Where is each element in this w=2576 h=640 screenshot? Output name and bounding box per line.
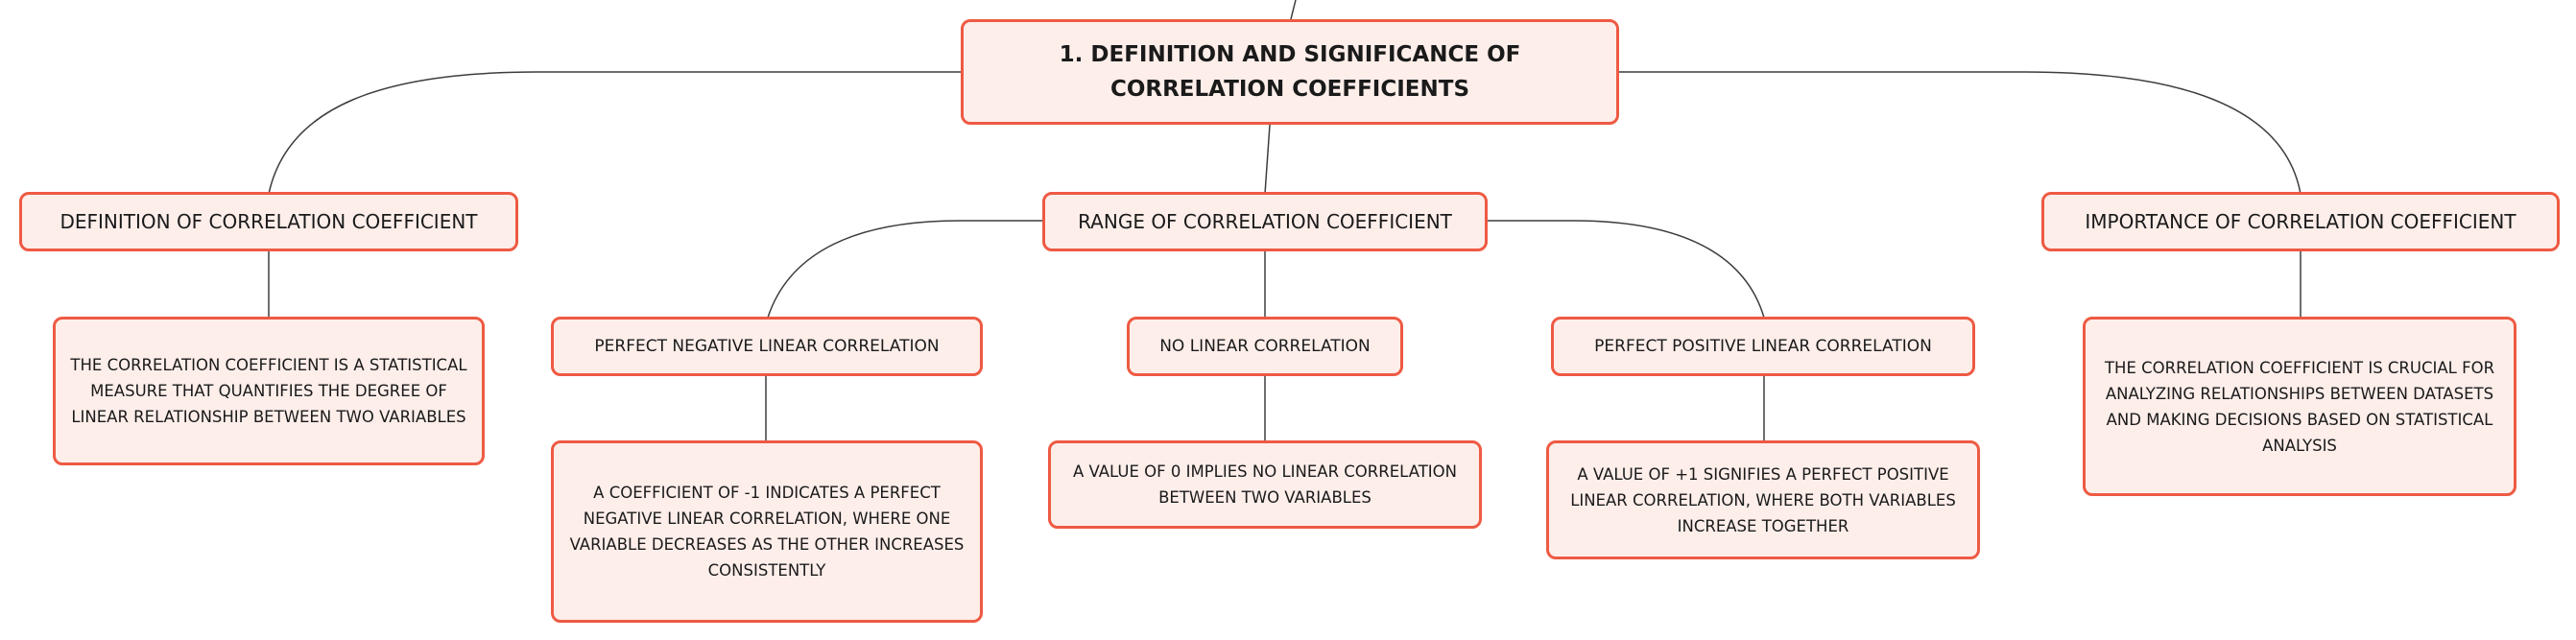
topic-range-label: Range of Correlation Coefficient bbox=[1078, 210, 1452, 233]
definition-detail-text: The correlation coefficient is a statist… bbox=[70, 356, 467, 426]
connector-root-incoming bbox=[1290, 0, 1297, 20]
positive-correlation-detail-text: A value of +1 signifies a perfect positi… bbox=[1570, 464, 1956, 535]
connector-range-to-negative bbox=[767, 220, 1042, 319]
no-correlation-detail-text: A value of 0 implies no linear correlati… bbox=[1072, 462, 1457, 507]
positive-correlation-detail[interactable]: A value of +1 signifies a perfect positi… bbox=[1546, 440, 1980, 559]
definition-detail[interactable]: The correlation coefficient is a statist… bbox=[53, 317, 485, 465]
topic-definition[interactable]: Definition of Correlation Coefficient bbox=[19, 192, 518, 251]
topic-range[interactable]: Range of Correlation Coefficient bbox=[1042, 192, 1488, 251]
importance-detail[interactable]: The correlation coefficient is crucial f… bbox=[2083, 317, 2516, 496]
root-label: 1. Definition and Significance of Correl… bbox=[1059, 42, 1521, 102]
sub-negative-correlation-label: Perfect Negative Linear Correlation bbox=[594, 337, 940, 356]
sub-no-correlation-label: No Linear Correlation bbox=[1159, 337, 1371, 356]
sub-positive-correlation-label: Perfect Positive Linear Correlation bbox=[1594, 337, 1932, 356]
root-node[interactable]: 1. Definition and Significance of Correl… bbox=[961, 19, 1619, 125]
topic-importance[interactable]: Importance of Correlation Coefficient bbox=[2041, 192, 2560, 251]
connector-range-to-positive bbox=[1488, 220, 1765, 319]
negative-correlation-detail-text: A coefficient of -1 indicates a perfect … bbox=[569, 484, 965, 580]
no-correlation-detail[interactable]: A value of 0 implies no linear correlati… bbox=[1048, 440, 1482, 529]
sub-no-correlation[interactable]: No Linear Correlation bbox=[1127, 317, 1403, 376]
topic-importance-label: Importance of Correlation Coefficient bbox=[2085, 210, 2516, 233]
connector-root-to-importance bbox=[1619, 71, 2302, 195]
connector-root-to-range bbox=[1264, 124, 1271, 195]
sub-positive-correlation[interactable]: Perfect Positive Linear Correlation bbox=[1551, 317, 1975, 376]
negative-correlation-detail[interactable]: A coefficient of -1 indicates a perfect … bbox=[551, 440, 983, 623]
sub-negative-correlation[interactable]: Perfect Negative Linear Correlation bbox=[551, 317, 983, 376]
importance-detail-text: The correlation coefficient is crucial f… bbox=[2104, 358, 2495, 455]
connector-root-to-definition bbox=[268, 71, 961, 195]
topic-definition-label: Definition of Correlation Coefficient bbox=[60, 210, 478, 233]
